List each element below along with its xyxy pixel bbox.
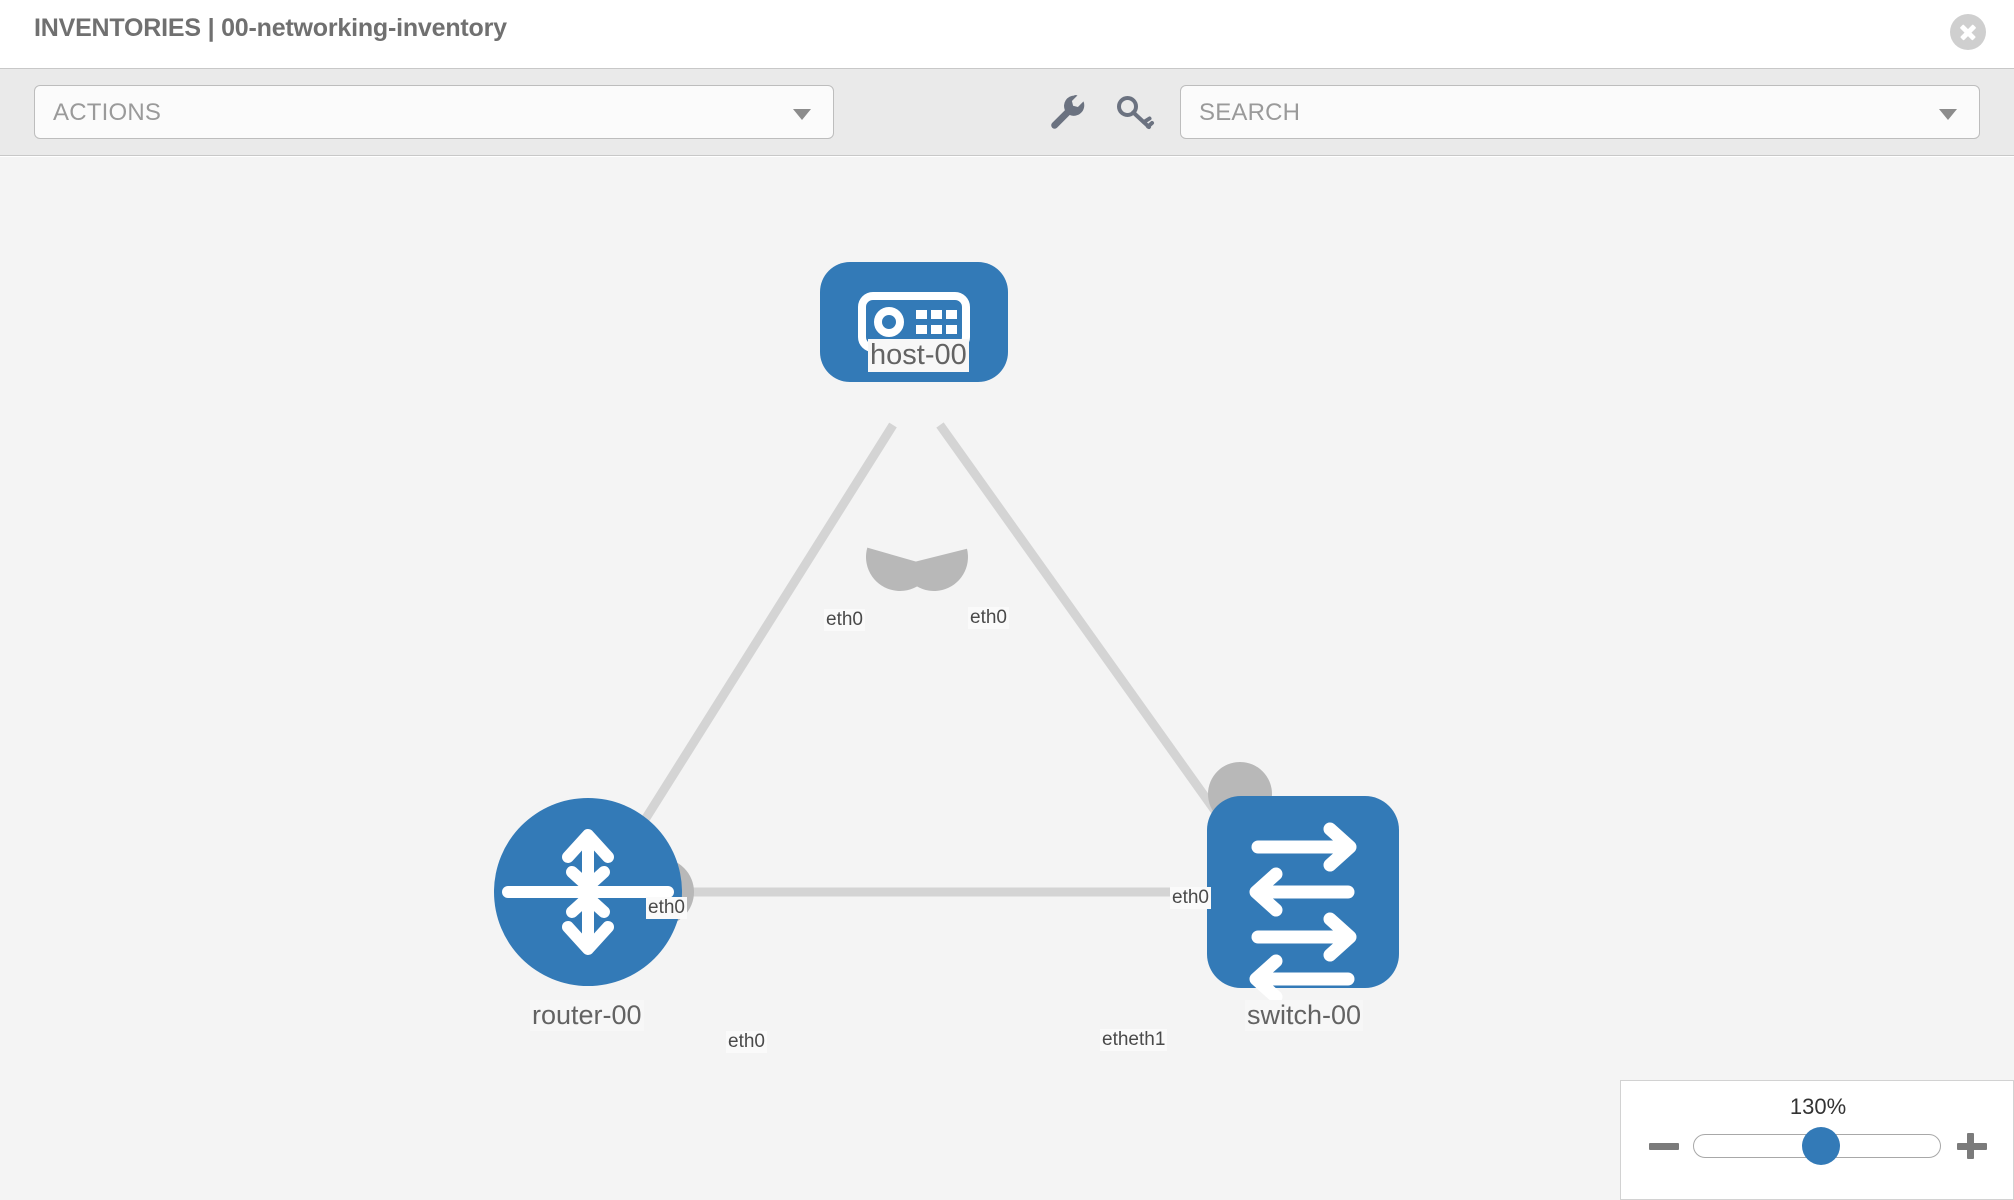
plus-icon[interactable] — [1955, 1129, 1989, 1163]
wrench-icon[interactable] — [1046, 91, 1088, 133]
topology-links — [610, 422, 1252, 897]
switch-arrows-icon — [1249, 822, 1357, 1004]
topology-connectors — [660, 547, 1272, 926]
topology-canvas[interactable]: host-00 router-00 switch-00 eth0 eth0 et… — [0, 157, 2014, 1200]
toolbar: ACTIONS SEARCH — [0, 68, 2014, 156]
minus-icon[interactable] — [1647, 1129, 1681, 1163]
search-placeholder: SEARCH — [1199, 99, 1301, 126]
close-icon[interactable] — [1950, 14, 1986, 50]
node-label-host-00: host-00 — [868, 339, 969, 372]
iface-label-switch-left: etheth1 — [1100, 1029, 1168, 1051]
connector-host-right — [901, 548, 968, 591]
zoom-level-value: 130% — [1789, 1094, 1847, 1119]
router-arrows-icon — [502, 829, 674, 955]
link-host-router — [610, 422, 897, 872]
zoom-slider-thumb[interactable] — [1802, 1127, 1840, 1165]
zoom-control-panel: 130% — [1620, 1080, 2014, 1200]
chevron-down-icon — [1939, 109, 1957, 120]
node-router-00 — [494, 798, 682, 986]
link-host-switch — [936, 422, 1252, 860]
node-label-switch-00: switch-00 — [1245, 1000, 1364, 1031]
iface-label-host-left: eth0 — [824, 609, 865, 631]
node-label-router-00: router-00 — [530, 1000, 644, 1031]
node-switch-00 — [1207, 796, 1399, 1004]
iface-label-router-right: eth0 — [726, 1031, 767, 1053]
search-input[interactable]: SEARCH — [1180, 85, 1980, 139]
actions-dropdown[interactable]: ACTIONS — [34, 85, 834, 139]
iface-label-switch-up: eth0 — [1170, 887, 1211, 909]
page-title: INVENTORIES | 00-networking-inventory — [34, 14, 507, 42]
iface-label-host-right: eth0 — [968, 607, 1009, 629]
topology-graph — [494, 262, 1399, 1004]
chevron-down-icon — [793, 109, 811, 120]
key-icon[interactable] — [1113, 91, 1155, 133]
iface-label-router-up: eth0 — [646, 897, 687, 919]
page-header: INVENTORIES | 00-networking-inventory — [0, 0, 2014, 68]
actions-dropdown-label: ACTIONS — [53, 99, 162, 126]
